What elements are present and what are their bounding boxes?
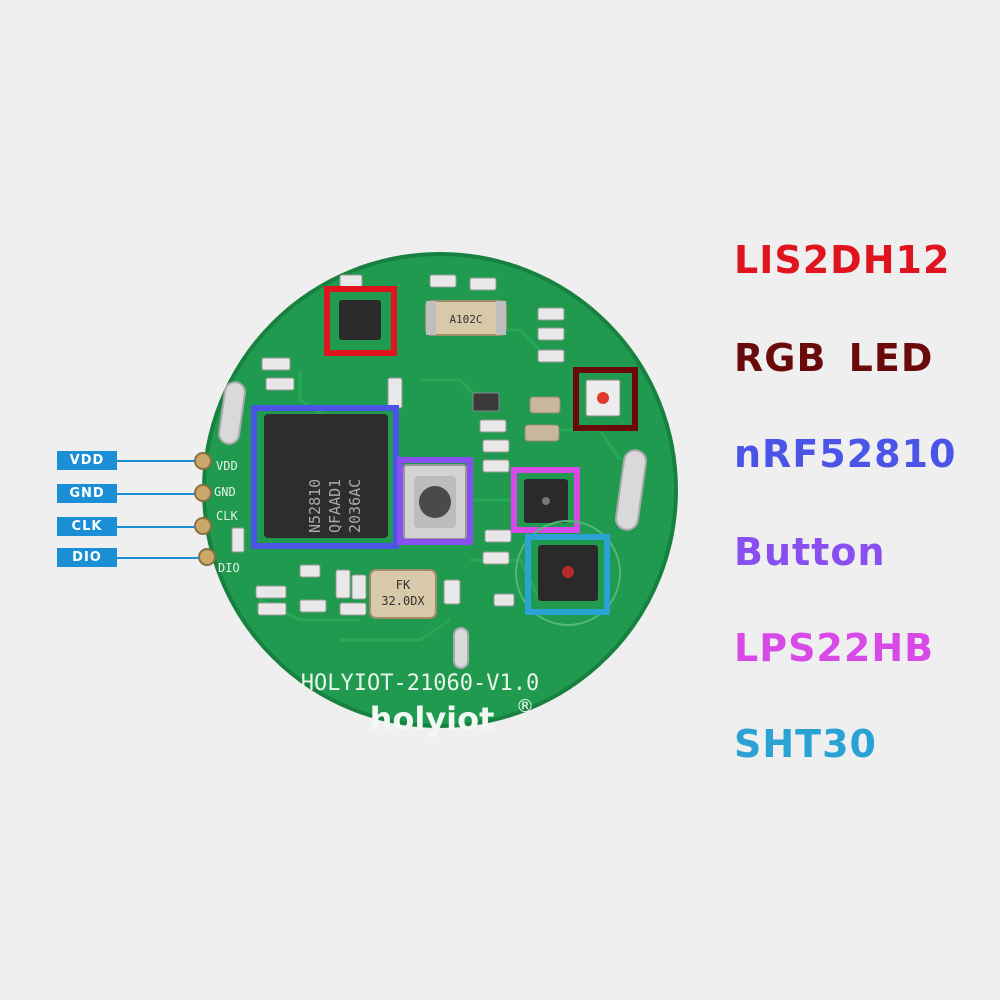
pin-label-gnd: GND	[57, 484, 117, 503]
solder-slot-left	[218, 381, 246, 445]
svg-text:2036AC: 2036AC	[346, 479, 364, 533]
rgb-led-highlight	[573, 367, 638, 431]
button-actuator	[419, 486, 451, 518]
pin-label-clk: CLK	[57, 517, 117, 536]
pin-line-vdd	[117, 460, 195, 462]
legend-item-lis2dh12: LIS2DH12	[734, 238, 951, 282]
passive-components	[231, 274, 565, 616]
lis2dh12-chip	[339, 300, 381, 340]
board-model-text: HOLYIOT-21060-V1.0	[301, 671, 539, 696]
silk-pin-2: GND	[214, 485, 236, 499]
edge-pin-pads	[194, 452, 216, 566]
legend-item-button: Button	[734, 530, 886, 574]
sht30-highlight	[525, 534, 610, 615]
pin-label-vdd: VDD	[57, 451, 117, 470]
small-crystal-text: A102C	[449, 313, 482, 326]
svg-text:N52810: N52810	[306, 479, 324, 533]
legend-item-lps22hb: LPS22HB	[734, 626, 935, 670]
nrf52810-highlight	[251, 405, 399, 549]
pin-line-dio	[117, 557, 199, 559]
svg-text:QFAAD1: QFAAD1	[326, 479, 344, 533]
sht30-guard-ring	[515, 520, 621, 626]
solder-slot-bottom	[453, 627, 469, 669]
silk-pin-4: DIO	[218, 561, 240, 575]
main-crystal	[369, 569, 437, 619]
silk-pin-3: CLK	[216, 509, 238, 523]
pin-label-dio: DIO	[57, 548, 117, 567]
legend-item-rgb-led: RGB LED	[734, 336, 934, 380]
legend-item-sht30: SHT30	[734, 722, 877, 766]
lps22hb-highlight	[511, 467, 580, 533]
lis2dh12-highlight	[324, 286, 397, 356]
nrf52810-markings: N52810 QFAAD1 2036AC	[306, 479, 364, 533]
rgb-led-lens	[597, 392, 609, 404]
nrf52810-chip	[264, 414, 388, 538]
main-crystal-line-1: FK	[396, 578, 411, 592]
button-highlight	[397, 457, 473, 545]
board-brand-mark: ®	[516, 696, 534, 717]
board-brand-text: holyiot	[370, 700, 495, 738]
pin-line-gnd	[117, 493, 195, 495]
pin-silkscreen: VDD GND CLK DIO	[214, 459, 240, 575]
legend-item-nrf52810: nRF52810	[734, 432, 957, 476]
main-crystal-line-2: 32.0DX	[381, 594, 425, 608]
solder-slot-right	[614, 449, 648, 531]
silk-pin-1: VDD	[216, 459, 238, 473]
pin-line-clk	[117, 526, 195, 528]
